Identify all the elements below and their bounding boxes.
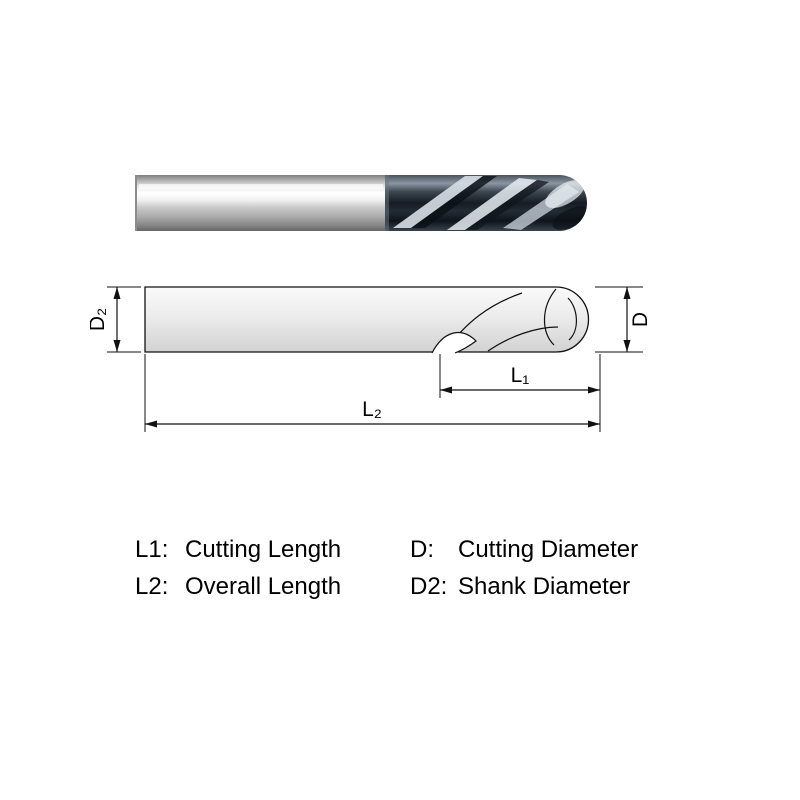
legend-value-d2: Shank Diameter: [458, 573, 631, 600]
photo-flute-reflections: [393, 176, 587, 230]
technical-drawing: D₂ D L₁: [86, 280, 670, 455]
flute-notch: [431, 331, 477, 354]
dim-label-l1: L₁: [511, 364, 530, 387]
dimension-l1: L₁: [439, 354, 601, 432]
legend-key-l1: L1:: [135, 536, 169, 563]
photo-shank-highlight: [139, 184, 383, 189]
dimension-d2: D₂: [86, 286, 141, 353]
technical-drawing-svg: D₂ D L₁: [86, 286, 652, 432]
legend-value-d: Cutting Diameter: [458, 536, 639, 563]
legend-value-l1: Cutting Length: [185, 536, 342, 563]
legend-key-d2: D2:: [410, 573, 448, 600]
endmill-photo: [135, 172, 595, 239]
dimension-d: D: [595, 286, 652, 353]
dim-label-l2: L₂: [362, 398, 382, 421]
legend-key-l2: L2:: [135, 573, 169, 600]
tool-outline: [144, 286, 590, 353]
endmill-photo-svg: [135, 175, 587, 231]
dimension-l2: L₂: [144, 354, 600, 432]
legend-value-l2: Overall Length: [185, 573, 342, 600]
photo-flute-seam: [385, 175, 389, 231]
dim-label-d2: D₂: [90, 308, 109, 331]
legend: L1: Cutting Length D: Cutting Diameter L…: [135, 536, 638, 610]
legend-row-2: L2: Overall Length D2: Shank Diameter: [135, 573, 638, 610]
photo-shank-left-edge: [135, 175, 137, 231]
legend-row-1: L1: Cutting Length D: Cutting Diameter: [135, 536, 638, 573]
photo-shank: [135, 175, 387, 231]
dim-label-d: D: [629, 312, 652, 327]
legend-key-d: D:: [410, 536, 434, 563]
